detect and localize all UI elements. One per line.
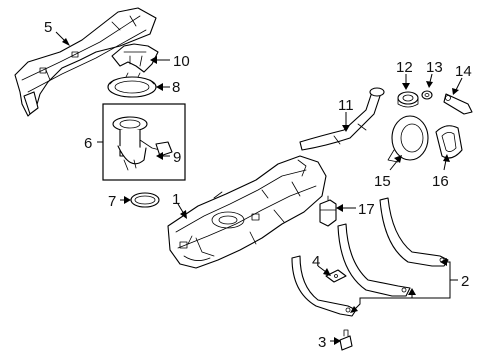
vent-valve-part: [319, 195, 337, 227]
seal-part: [130, 192, 160, 208]
tether-part: [443, 93, 473, 115]
callout-5: 5: [44, 19, 52, 36]
callout-14: 14: [455, 63, 472, 80]
callout-7: 7: [108, 193, 116, 210]
callout-2: 2: [461, 273, 469, 290]
bracket-part: [111, 43, 159, 73]
bolt-part: [339, 329, 353, 351]
fuel-door-part: [435, 125, 463, 159]
callout-3: 3: [318, 334, 326, 351]
callout-17: 17: [358, 201, 375, 218]
lock-ring-part: [107, 72, 157, 98]
callout-9: 9: [173, 149, 181, 166]
plate-nut-part: [325, 269, 347, 283]
grommet-part: [397, 91, 419, 108]
callout-4: 4: [312, 253, 320, 270]
clip-part: [421, 90, 433, 100]
callout-16: 16: [432, 173, 449, 190]
callout-15: 15: [374, 173, 391, 190]
filler-pipe-part: [299, 87, 385, 151]
callout-1: 1: [172, 191, 180, 208]
fuel-door-housing-part: [387, 115, 429, 163]
callout-11: 11: [338, 97, 354, 114]
callout-12: 12: [396, 59, 413, 76]
callout-6: 6: [84, 135, 92, 152]
fuel-tank-part: [167, 155, 327, 269]
leader-lines: [55, 31, 463, 345]
heat-shield-part: [14, 7, 157, 117]
fuel-pump-module-box: [102, 103, 186, 181]
callout-8: 8: [172, 79, 180, 96]
callout-10: 10: [173, 53, 190, 70]
fuel-pump-part: [112, 116, 173, 171]
callout-13: 13: [426, 59, 443, 76]
